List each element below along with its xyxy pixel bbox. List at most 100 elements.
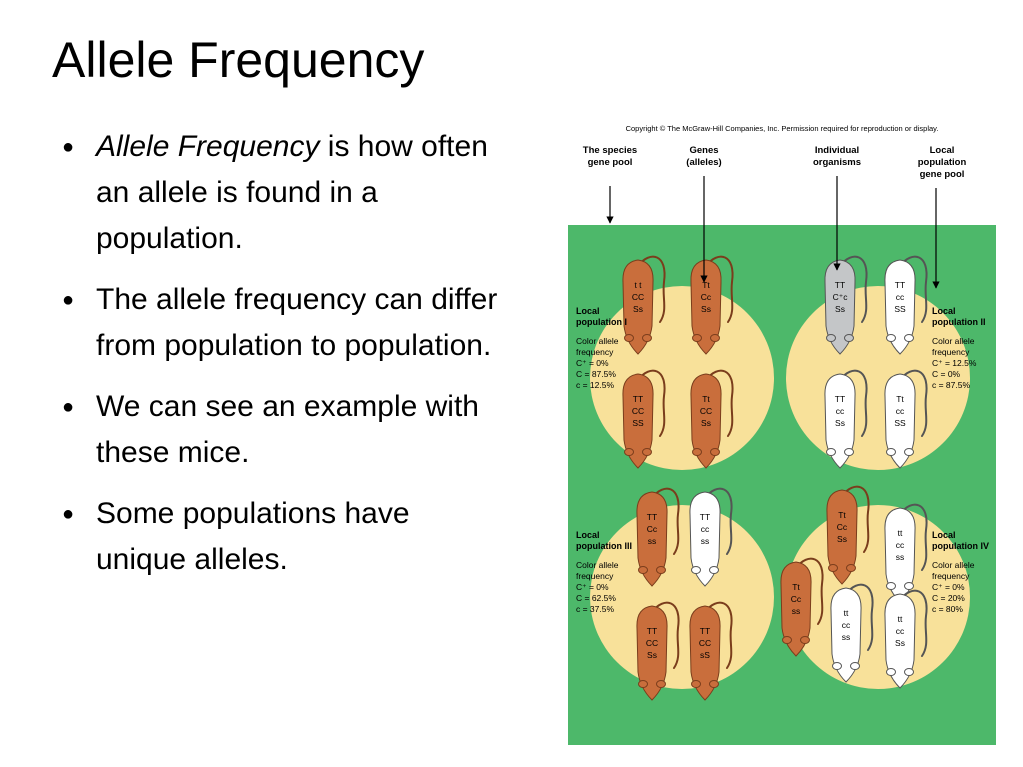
- genotype-label: cc: [701, 524, 710, 534]
- header-line: Local: [930, 145, 955, 156]
- mouse-ear: [886, 668, 896, 676]
- genotype-label: CC: [699, 638, 711, 648]
- allele-frequency: C⁺ = 0%: [576, 358, 609, 368]
- mouse-ear: [904, 582, 914, 590]
- mouse-ear: [844, 334, 854, 342]
- mouse-body: [636, 605, 668, 701]
- genotype-label: Tt: [702, 280, 710, 290]
- allele-frequency: C⁺ = 12.5%: [932, 358, 977, 368]
- mouse: TT CC Ss: [636, 601, 680, 701]
- allele-frequency: C = 20%: [932, 593, 965, 603]
- mouse-tail: [637, 255, 666, 323]
- population-group: t tCCSsTtCcSsTTCCSSTtCCSsLocalpopulation…: [576, 255, 774, 470]
- mouse-tail: [845, 583, 874, 651]
- genotype-label: Ss: [701, 418, 711, 428]
- genotype-label: TT: [700, 626, 710, 636]
- mouse-body: [884, 373, 916, 469]
- mouse-ear: [642, 334, 652, 342]
- mouse-tail: [899, 503, 928, 571]
- population-name: Local: [576, 306, 600, 316]
- mouse-body: [884, 507, 916, 603]
- mouse-ear: [800, 636, 810, 644]
- header-line: The species: [583, 145, 637, 156]
- mouse-ear: [846, 564, 856, 572]
- genotype-label: cc: [896, 406, 905, 416]
- bullet-text: Some populations have unique alleles.: [96, 497, 410, 576]
- mouse-ear: [691, 680, 701, 688]
- population-name: Local: [932, 306, 956, 316]
- populations: t tCCSsTtCcSsTTCCSSTtCCSsLocalpopulation…: [576, 255, 989, 701]
- genotype-label: CC: [646, 638, 658, 648]
- mouse-ear: [656, 680, 666, 688]
- bullet-emphasis: Allele Frequency: [96, 130, 320, 163]
- mouse-ear: [886, 582, 896, 590]
- bullet-dot-icon: ●: [62, 289, 75, 311]
- genotype-label: sS: [700, 650, 710, 660]
- frequency-caption: Color allele: [932, 560, 975, 570]
- bullet-dot-icon: ●: [62, 396, 75, 418]
- genotype-label: tt: [898, 528, 903, 538]
- mouse-ear: [904, 448, 914, 456]
- mouse-ear: [691, 566, 701, 574]
- allele-frequency: C = 87.5%: [576, 369, 616, 379]
- bullet-item: ●The allele frequency can differ from po…: [62, 277, 502, 369]
- header-line: Individual: [815, 145, 859, 156]
- mouse-ear: [638, 680, 648, 688]
- mouse-tail: [899, 589, 928, 657]
- genotype-label: SS: [632, 418, 644, 428]
- mouse-tail: [839, 369, 868, 437]
- genotype-label: SS: [894, 304, 906, 314]
- genotype-label: cc: [836, 406, 845, 416]
- genotype-label: TT: [647, 626, 657, 636]
- frequency-caption: Color allele: [576, 336, 619, 346]
- population-name: Local: [576, 530, 600, 540]
- header-line: (alleles): [686, 157, 721, 168]
- genotype-label: Ss: [835, 418, 845, 428]
- allele-frequency: C⁺ = 0%: [932, 582, 965, 592]
- mouse-body: [690, 259, 722, 355]
- population-name: population II: [932, 317, 986, 327]
- genotype-label: ss: [896, 552, 905, 562]
- gene-pool-diagram: Copyright © The McGraw-Hill Companies, I…: [568, 124, 996, 745]
- population-circle: [590, 286, 774, 470]
- genotype-label: Ss: [633, 304, 643, 314]
- mouse-tail: [651, 601, 680, 669]
- population-name: population III: [576, 541, 632, 551]
- allele-frequency: c = 80%: [932, 604, 963, 614]
- genotype-label: ss: [842, 632, 851, 642]
- mouse-body: [689, 605, 721, 701]
- mouse-ear: [826, 448, 836, 456]
- mouse-ear: [709, 680, 719, 688]
- mouse-tail: [899, 255, 928, 323]
- mouse-ear: [828, 564, 838, 572]
- mouse-ear: [904, 668, 914, 676]
- mouse-ear: [624, 334, 634, 342]
- mouse-tail: [841, 485, 870, 553]
- genotype-label: Cc: [837, 522, 848, 532]
- genotype-label: tt: [844, 608, 849, 618]
- genotype-label: cc: [896, 540, 905, 550]
- header-line: population: [918, 157, 967, 168]
- population-circle: [590, 505, 774, 689]
- genotype-label: t t: [634, 280, 642, 290]
- genotype-label: TT: [835, 280, 845, 290]
- genotype-label: Cc: [647, 524, 658, 534]
- genotype-label: Ss: [647, 650, 657, 660]
- bullet-item: ●Allele Frequency is how often an allele…: [62, 124, 502, 262]
- mouse-body: [780, 561, 812, 657]
- bullet-item: ●Some populations have unique alleles.: [62, 491, 502, 583]
- genotype-label: C⁺c: [833, 292, 849, 302]
